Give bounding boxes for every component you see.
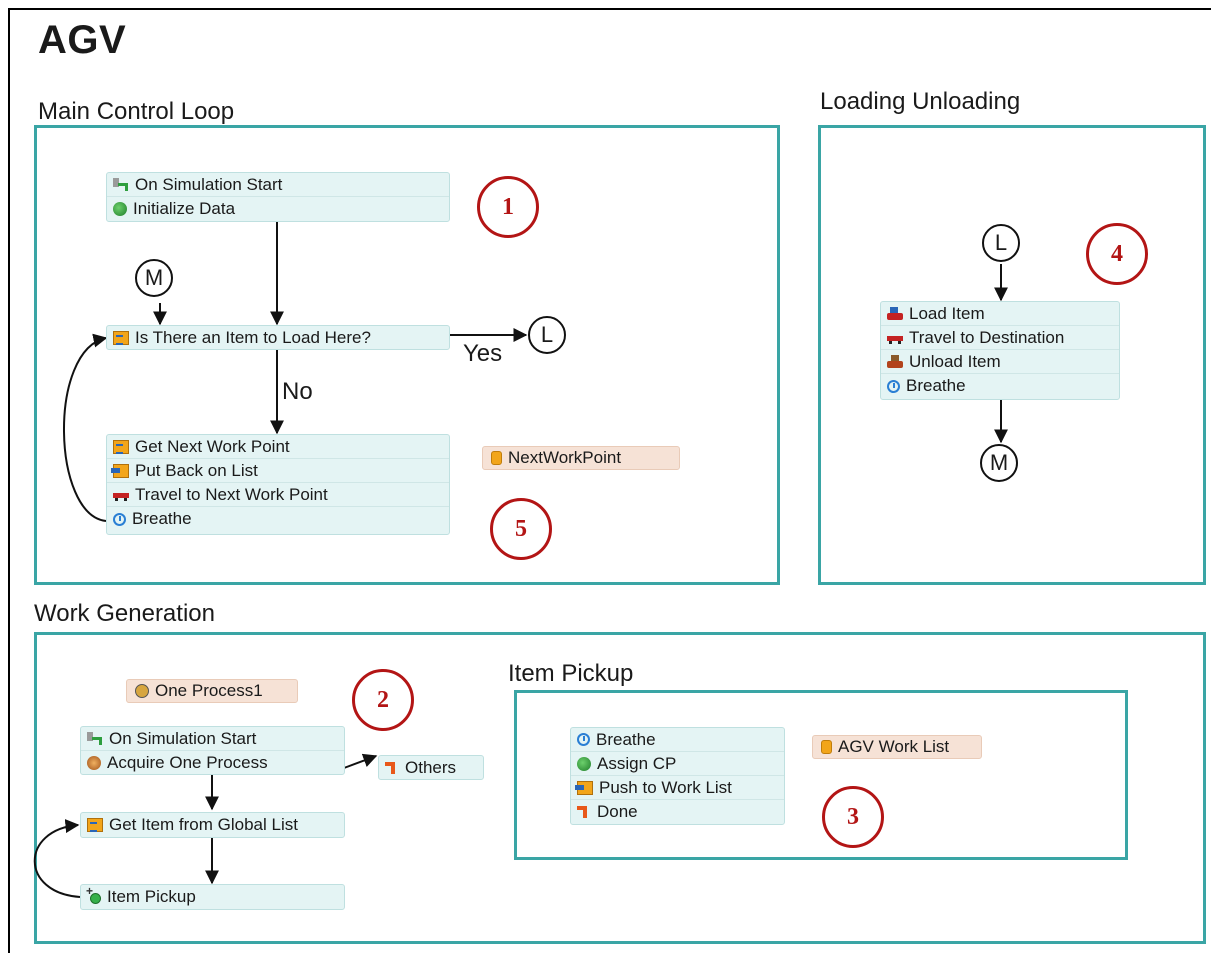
simulation-start-icon: [87, 731, 103, 746]
start-block[interactable]: On Simulation Start Initialize Data: [106, 172, 450, 222]
section-label-work-generation: Work Generation: [34, 600, 215, 627]
decision-block[interactable]: Is There an Item to Load Here?: [106, 325, 450, 350]
item-pickup-block[interactable]: Item Pickup: [80, 884, 345, 910]
work-start-block[interactable]: On Simulation Start Acquire One Process: [80, 726, 345, 775]
variable-icon: [491, 451, 502, 465]
list-variable-icon: [821, 740, 832, 754]
load-icon: [887, 306, 903, 321]
step-badge-5: 5: [490, 498, 552, 560]
loading-unloading-box: [818, 125, 1206, 585]
activity-row[interactable]: Put Back on List: [107, 459, 449, 483]
item-pickup-box: [514, 690, 1128, 860]
connector-m-circle[interactable]: M: [980, 444, 1018, 482]
activity-row[interactable]: Breathe: [571, 728, 784, 752]
step-badge-1: 1: [477, 176, 539, 238]
list-push-icon: [575, 780, 593, 795]
travel-icon: [113, 488, 129, 502]
step-badge-3: 3: [822, 786, 884, 848]
list-push-icon: [111, 463, 129, 478]
work-point-block[interactable]: Get Next Work Point Put Back on List Tra…: [106, 434, 450, 535]
connector-l-circle[interactable]: L: [528, 316, 566, 354]
edge-pickup-loop: [33, 819, 81, 898]
assign-globe-icon: [577, 756, 591, 771]
agv-work-list-label[interactable]: AGV Work List: [812, 735, 982, 759]
activity-row[interactable]: Push to Work List: [571, 776, 784, 800]
resource-icon: [135, 684, 149, 698]
breathe-clock-icon: [887, 379, 900, 393]
activity-row[interactable]: Assign CP: [571, 752, 784, 776]
list-pull-icon: [113, 439, 129, 454]
connector-m-circle[interactable]: M: [135, 259, 173, 297]
activity-row[interactable]: Initialize Data: [107, 197, 449, 221]
breathe-clock-icon: [113, 512, 126, 526]
work-generation-box: [34, 632, 1206, 944]
no-edge-label: No: [282, 378, 313, 405]
next-work-point-label[interactable]: NextWorkPoint: [482, 446, 680, 470]
activity-row[interactable]: Others: [379, 756, 483, 780]
sink-icon: [385, 761, 399, 775]
one-process-resource-label[interactable]: One Process1: [126, 679, 298, 703]
others-block[interactable]: Others: [378, 755, 484, 780]
sink-icon: [577, 805, 591, 819]
activity-row[interactable]: Get Item from Global List: [81, 813, 344, 837]
activity-row[interactable]: Is There an Item to Load Here?: [107, 326, 449, 350]
section-label-loading-unloading: Loading Unloading: [820, 88, 1021, 115]
page-title: AGV: [38, 18, 127, 62]
edge-loop-back: [63, 333, 108, 522]
activity-row[interactable]: Get Next Work Point: [107, 435, 449, 459]
activity-row[interactable]: Travel to Destination: [881, 326, 1119, 350]
step-badge-4: 4: [1086, 223, 1148, 285]
unload-icon: [887, 354, 903, 369]
assign-globe-icon: [113, 202, 127, 216]
list-pull-icon: [87, 818, 103, 832]
simulation-start-icon: [113, 177, 129, 192]
loading-block[interactable]: Load Item Travel to Destination Unload I…: [880, 301, 1120, 400]
connector-l-circle[interactable]: L: [982, 224, 1020, 262]
global-list-block[interactable]: Get Item from Global List: [80, 812, 345, 838]
yes-edge-label: Yes: [463, 340, 503, 367]
activity-row[interactable]: Breathe: [107, 507, 449, 531]
travel-icon: [887, 331, 903, 345]
section-label-main-control-loop: Main Control Loop: [38, 98, 235, 125]
breathe-clock-icon: [577, 733, 590, 746]
activity-row[interactable]: Item Pickup: [81, 884, 344, 909]
activity-row[interactable]: Acquire One Process: [81, 751, 344, 775]
page-frame: [8, 8, 1211, 953]
create-token-icon: [86, 884, 101, 904]
activity-row[interactable]: Load Item: [881, 302, 1119, 326]
activity-row[interactable]: On Simulation Start: [107, 173, 449, 197]
activity-row[interactable]: On Simulation Start: [81, 727, 344, 751]
activity-row[interactable]: Unload Item: [881, 350, 1119, 374]
step-badge-2: 2: [352, 669, 414, 731]
pickup-activity-block[interactable]: Breathe Assign CP Push to Work List Done: [570, 727, 785, 825]
edge-acquire-to-others: [343, 753, 378, 769]
activity-row[interactable]: Breathe: [881, 374, 1119, 398]
main-control-loop-box: [34, 125, 780, 585]
section-label-item-pickup: Item Pickup: [508, 660, 634, 687]
acquire-icon: [87, 756, 101, 770]
list-pull-icon: [113, 331, 129, 345]
activity-row[interactable]: Done: [571, 800, 784, 824]
activity-row[interactable]: Travel to Next Work Point: [107, 483, 449, 507]
